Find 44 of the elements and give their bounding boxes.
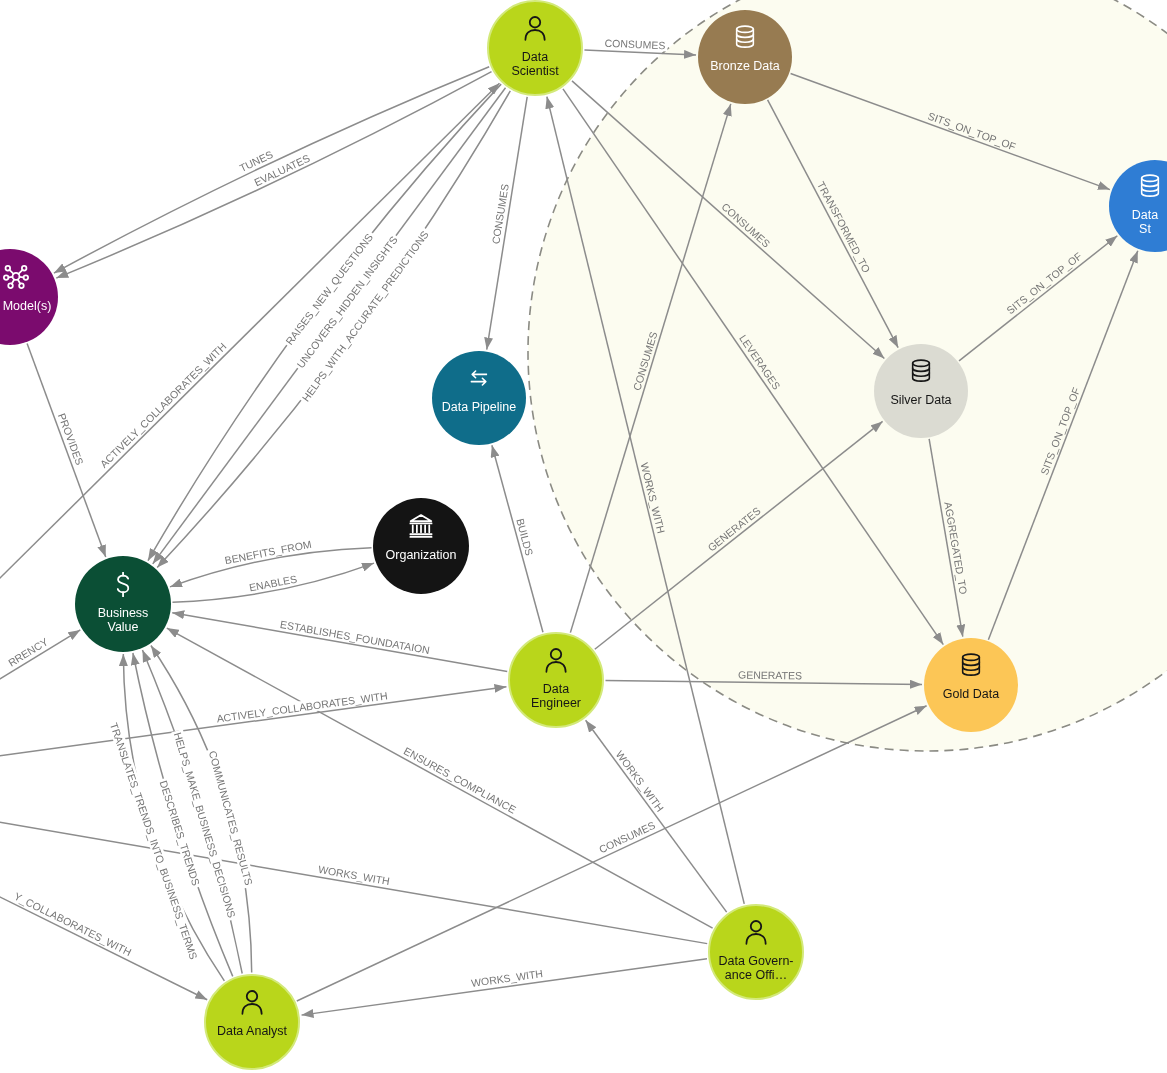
- arrow: [0, 683, 508, 757]
- arrow: [490, 444, 544, 633]
- arrow: [571, 80, 886, 360]
- arrow: [0, 82, 501, 581]
- arrow: [26, 342, 107, 558]
- arrow: [545, 95, 745, 905]
- node-label: Data Pipeline: [441, 400, 517, 414]
- node-label: Bronze Data: [710, 59, 780, 73]
- arrow: [484, 96, 528, 351]
- node-label: Data St: [1130, 208, 1160, 236]
- node-label: Organization: [385, 548, 457, 562]
- arrow: [296, 705, 928, 1002]
- edge-label: WORKS_WITH: [468, 967, 546, 990]
- graph-node: [487, 0, 583, 96]
- arrow: [789, 72, 1111, 191]
- arrow: [604, 679, 923, 689]
- node-label: Business Value: [96, 606, 150, 634]
- node-label: Model(s): [2, 299, 52, 313]
- arrow: [171, 610, 508, 673]
- node-label: Data Govern- ance Offi…: [717, 954, 795, 982]
- arrow: [166, 627, 714, 929]
- arrow: [594, 420, 884, 650]
- arrow: [569, 103, 732, 634]
- arrow: [987, 250, 1139, 641]
- graph-node: [75, 556, 171, 652]
- arrow: [583, 49, 697, 59]
- arrow: [562, 88, 945, 646]
- node-label: Data Analyst: [216, 1024, 288, 1038]
- node-label: Data Engineer: [529, 682, 582, 710]
- arrow: [300, 958, 708, 1018]
- edge-label: GENERATES: [736, 668, 805, 681]
- connector-line: [0, 821, 708, 945]
- arrow: [169, 547, 373, 588]
- arrow: [928, 438, 966, 638]
- arrow: [0, 895, 208, 1001]
- arrow: [958, 235, 1119, 362]
- node-label: Silver Data: [890, 393, 952, 407]
- arrow: [766, 99, 899, 349]
- arrow: [171, 562, 375, 603]
- arrow: [584, 719, 728, 913]
- node-label: Data Scientist: [510, 50, 560, 78]
- arrow: [0, 629, 82, 681]
- node-label: Gold Data: [942, 687, 1000, 701]
- edge-label: CONSUMES: [602, 36, 668, 52]
